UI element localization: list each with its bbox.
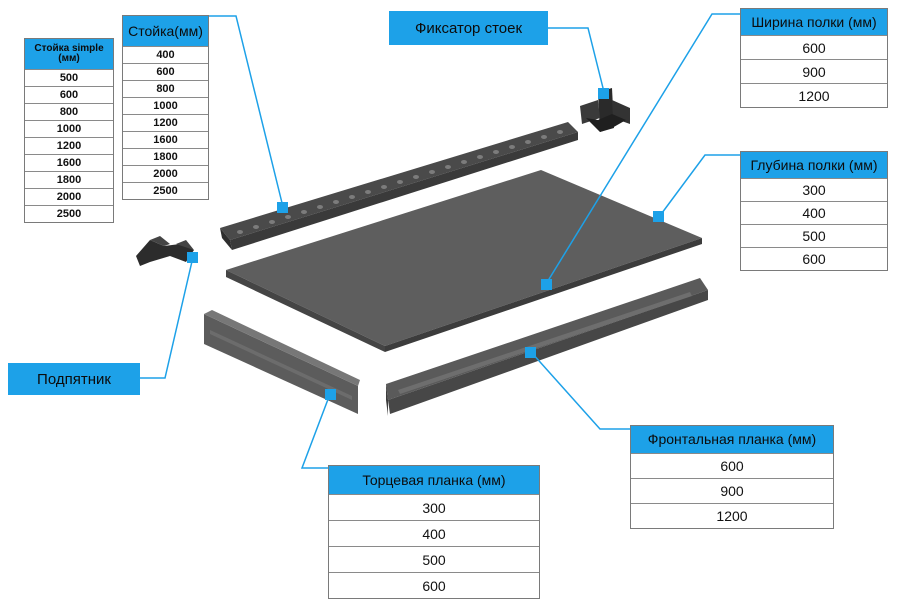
table-row: 2500 (25, 205, 113, 222)
table-tortsevaya: Торцевая планка (мм) 300 400 500 600 (328, 465, 540, 599)
table-header: Стойка simple (мм) (25, 39, 113, 69)
table-row: 900 (741, 59, 887, 83)
table-row: 1200 (123, 114, 208, 131)
table-header: Торцевая планка (мм) (329, 466, 539, 494)
table-row: 1600 (25, 154, 113, 171)
pointer-markers (187, 88, 664, 400)
foot-pad-icon (136, 236, 194, 266)
table-row: 500 (25, 69, 113, 86)
table-row: 500 (329, 546, 539, 572)
table-row: 1600 (123, 131, 208, 148)
table-glubina: Глубина полки (мм) 300 400 500 600 (740, 151, 888, 271)
table-header: Фронтальная планка (мм) (631, 426, 833, 453)
upright-post-icon (220, 122, 578, 250)
table-stoyka: Стойка(мм) 400 600 800 1000 1200 1600 18… (122, 15, 209, 200)
table-row: 400 (329, 520, 539, 546)
front-bar-icon (386, 278, 708, 416)
table-shirina: Ширина полки (мм) 600 900 1200 (740, 8, 888, 108)
table-header: Глубина полки (мм) (741, 152, 887, 178)
table-row: 1800 (25, 171, 113, 188)
table-row: 800 (123, 80, 208, 97)
table-row: 2000 (25, 188, 113, 205)
table-row: 2000 (123, 165, 208, 182)
table-row: 1200 (741, 83, 887, 107)
table-row: 600 (25, 86, 113, 103)
label-fiksator: Фиксатор стоек (389, 11, 548, 45)
table-row: 800 (25, 103, 113, 120)
table-row: 300 (741, 178, 887, 201)
table-row: 600 (329, 572, 539, 598)
table-row: 1000 (123, 97, 208, 114)
shelf-panel-icon (226, 170, 702, 352)
label-podpyatnik: Подпятник (8, 363, 140, 395)
end-bar-icon (204, 310, 360, 414)
table-row: 1800 (123, 148, 208, 165)
leader-lines (140, 13, 740, 469)
table-row: 400 (741, 201, 887, 224)
table-row: 1200 (25, 137, 113, 154)
table-row: 400 (123, 46, 208, 63)
post-lock-icon (580, 88, 630, 132)
table-row: 600 (631, 453, 833, 478)
table-row: 500 (741, 224, 887, 247)
table-header: Стойка(мм) (123, 16, 208, 46)
table-row: 600 (741, 35, 887, 59)
table-frontalnaya: Фронтальная планка (мм) 600 900 1200 (630, 425, 834, 529)
table-row: 600 (123, 63, 208, 80)
table-row: 2500 (123, 182, 208, 199)
table-row: 300 (329, 494, 539, 520)
table-row: 1000 (25, 120, 113, 137)
table-row: 900 (631, 478, 833, 503)
table-row: 600 (741, 247, 887, 270)
table-row: 1200 (631, 503, 833, 528)
table-stoyka-simple: Стойка simple (мм) 500 600 800 1000 1200… (24, 38, 114, 223)
table-header: Ширина полки (мм) (741, 9, 887, 35)
